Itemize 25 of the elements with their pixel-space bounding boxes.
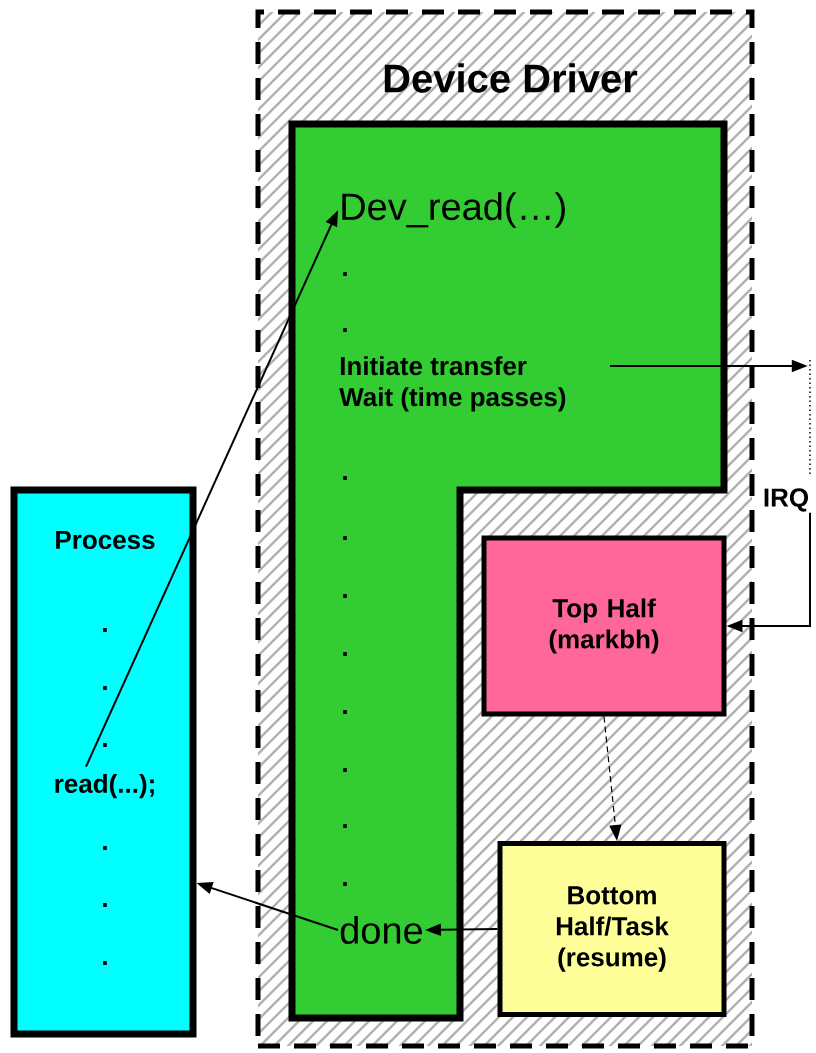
dot: .: [343, 768, 347, 772]
dot: .: [343, 824, 347, 828]
call-text: read(...);: [55, 773, 154, 799]
dot: .: [103, 961, 107, 965]
function-name: Dev_read(…): [342, 192, 565, 228]
dot: .: [343, 710, 347, 714]
function-name: done: [340, 916, 423, 944]
dotted-line: [809, 359, 811, 477]
dot: .: [343, 272, 347, 276]
dot: .: [343, 594, 347, 598]
dot: .: [103, 686, 107, 690]
dot: .: [103, 846, 107, 850]
dot: .: [343, 652, 347, 656]
dot: .: [103, 743, 107, 747]
handler-box: Bottom Half/Task (resume): [497, 841, 727, 1017]
code-panel: [288, 120, 728, 1022]
dot: .: [103, 628, 107, 632]
dot: .: [343, 882, 347, 886]
dot: .: [343, 328, 347, 332]
dot: .: [343, 476, 347, 480]
handler-box: Top Half (markbh): [481, 535, 727, 717]
signal-name: IRQ: [764, 488, 808, 512]
step-text: Initiate transfer Wait (time passes): [339, 356, 566, 412]
dot: .: [103, 903, 107, 907]
dot: .: [343, 536, 347, 540]
